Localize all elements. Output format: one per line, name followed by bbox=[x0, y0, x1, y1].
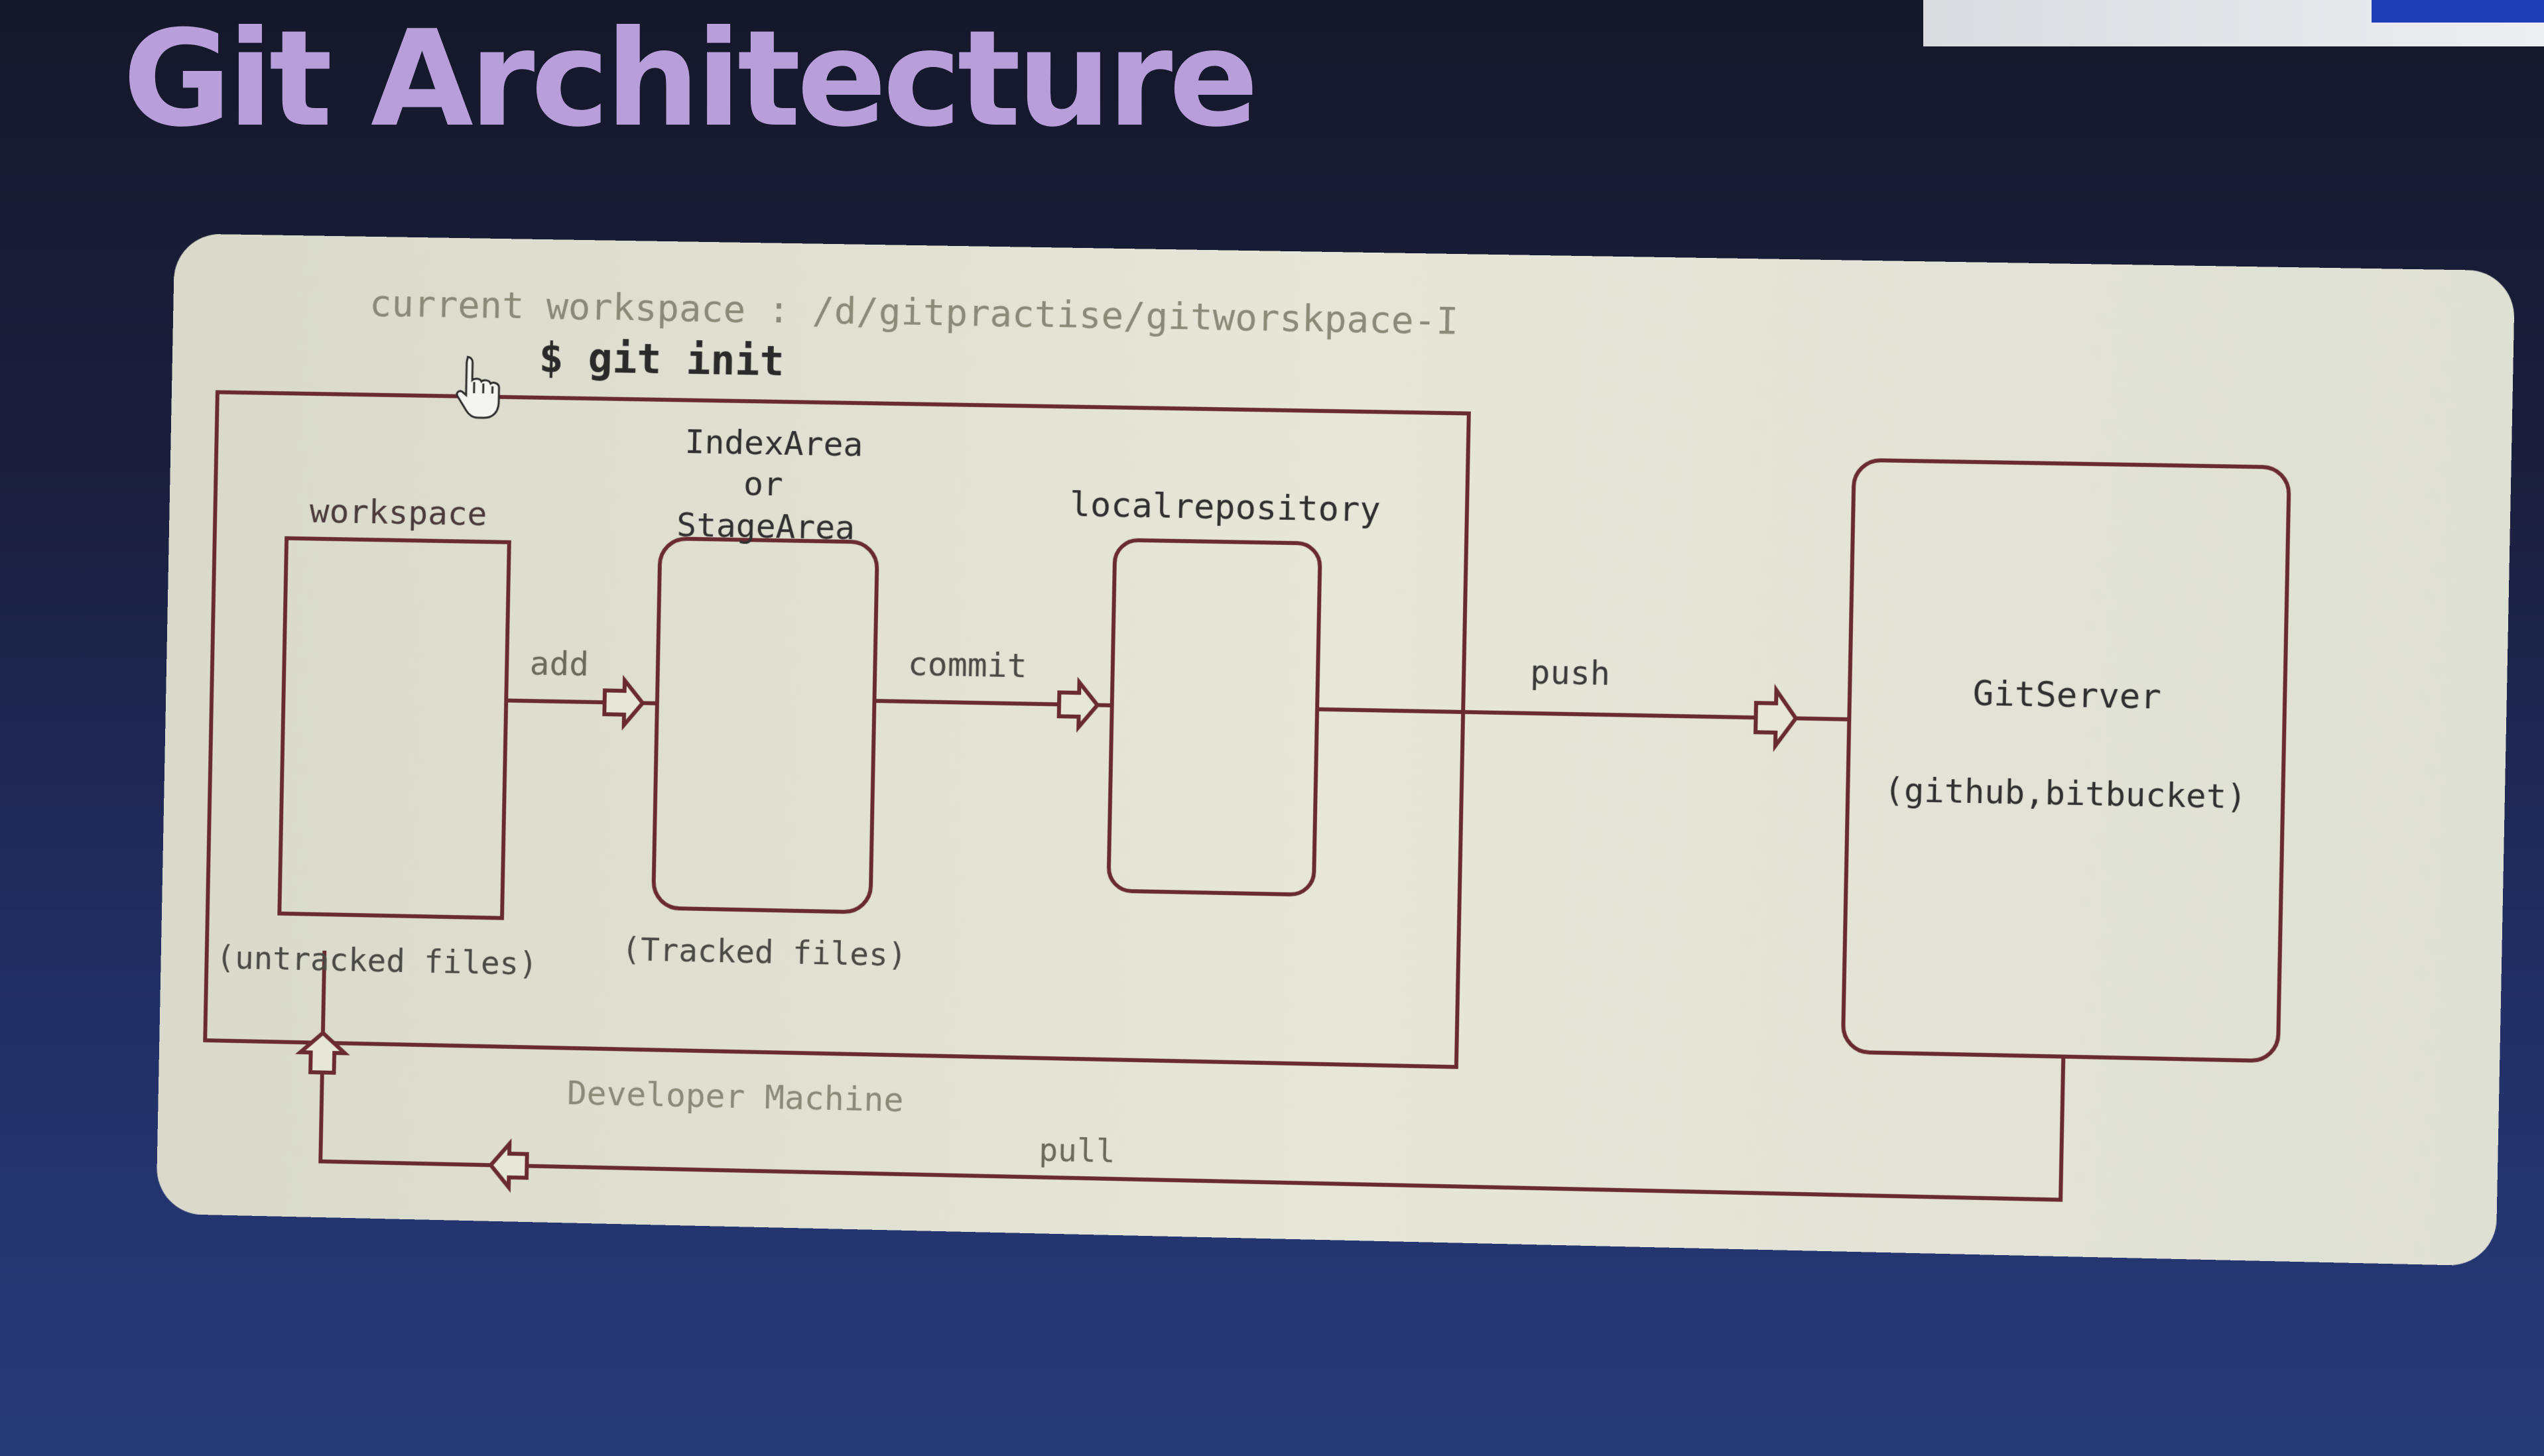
commit-line bbox=[874, 701, 1059, 704]
workspace-label: workspace bbox=[309, 492, 487, 534]
arrow-up-icon bbox=[300, 1032, 345, 1073]
developer-machine-label: Developer Machine bbox=[566, 1073, 903, 1119]
add-arrow-label: add bbox=[529, 644, 589, 684]
workspace-path: current workspace : /d/gitpractise/gitwo… bbox=[369, 282, 1459, 343]
local-repository-box bbox=[1108, 540, 1320, 894]
workspace-caption: (untracked files) bbox=[216, 940, 538, 983]
push-line bbox=[1317, 709, 1755, 718]
add-line bbox=[506, 700, 604, 702]
arrow-right-icon bbox=[1755, 690, 1797, 746]
index-label-line1: IndexArea bbox=[684, 422, 863, 464]
index-caption: (Tracked files) bbox=[621, 932, 907, 974]
pull-line-return bbox=[320, 1073, 492, 1166]
pull-arrow-label: pull bbox=[1039, 1132, 1115, 1170]
git-architecture-diagram: current workspace : /d/gitpractise/gitwo… bbox=[156, 233, 2515, 1266]
push-arrow-label: push bbox=[1530, 653, 1611, 694]
local-repository-label: localrepository bbox=[1069, 485, 1381, 530]
top-accent bbox=[2372, 0, 2544, 23]
push-line-tail bbox=[1793, 718, 1850, 719]
arrow-right-icon bbox=[604, 680, 643, 725]
index-box bbox=[653, 538, 877, 912]
page-title: Git Architecture bbox=[123, 13, 1255, 146]
git-server-sub: (github,bitbucket) bbox=[1883, 770, 2247, 816]
diagram-card: current workspace : /d/gitpractise/gitwo… bbox=[156, 233, 2515, 1266]
git-init-command: $ git init bbox=[539, 334, 785, 385]
commit-arrow-label: commit bbox=[907, 644, 1027, 685]
hand-pointer-icon bbox=[456, 357, 499, 418]
index-label-line2: or bbox=[743, 464, 783, 503]
git-server-box bbox=[1843, 460, 2289, 1062]
git-server-label: GitServer bbox=[1972, 674, 2161, 717]
arrow-left-icon bbox=[490, 1143, 527, 1187]
workspace-box bbox=[279, 538, 509, 918]
top-strip bbox=[1923, 0, 2544, 46]
arrow-right-icon bbox=[1058, 682, 1098, 727]
index-label-line3: StageArea bbox=[676, 505, 856, 547]
